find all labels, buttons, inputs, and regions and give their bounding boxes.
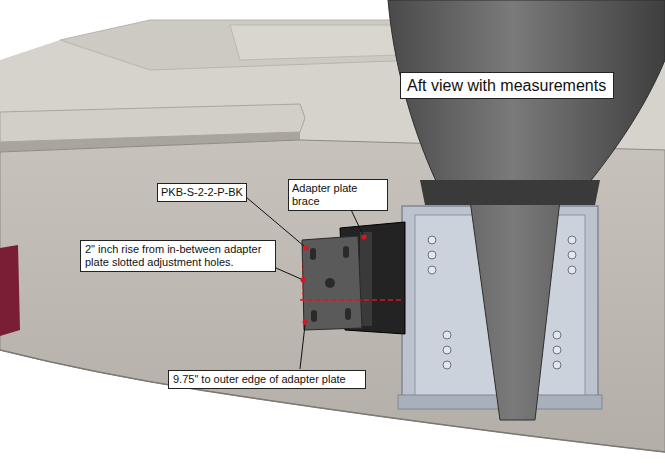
console-top: [230, 25, 400, 60]
callout-box: Adapter plate brace: [288, 179, 388, 211]
measurement-box: 9.75" to outer edge of adapter plate: [168, 370, 366, 389]
transom: [0, 140, 665, 452]
rise-line: [300, 299, 402, 301]
callout-text: 9.75" to outer edge of adapter plate: [173, 373, 361, 386]
motor-mount: [420, 180, 600, 205]
leader-lines: [246, 197, 363, 369]
slotted-holes: [310, 246, 351, 322]
callout-text: Adapter plate brace: [292, 182, 384, 208]
title-box: Aft view with measurements: [400, 72, 614, 99]
console: [60, 20, 420, 70]
callout-text: 2" inch rise from in-between adapter pla…: [85, 243, 271, 269]
part-number-box: PKB-S-2-2-P-BK: [157, 183, 247, 202]
callout-text: Aft view with measurements: [407, 76, 607, 95]
hull-stripe: [0, 245, 20, 336]
callout-text: PKB-S-2-2-P-BK: [161, 186, 243, 199]
outboard-motor: [388, 0, 665, 420]
leader-dots: [301, 235, 367, 325]
measurement-box: 2" inch rise from in-between adapter pla…: [80, 240, 276, 272]
adapter-plate: [302, 236, 362, 330]
